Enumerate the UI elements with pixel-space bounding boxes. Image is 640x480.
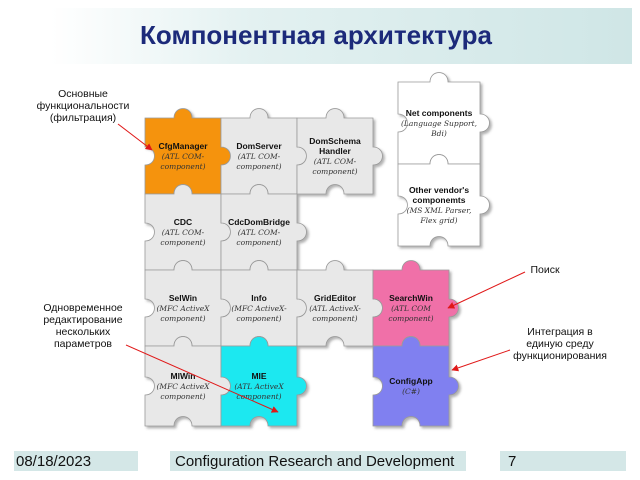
piece-sub-grideditor: (ATL ActiveX-component) [309,304,361,323]
puzzle-piece-othervendor [397,154,490,247]
footer-center-box [170,451,466,471]
note-simultaneous: Одновременное редактирование нескольких … [43,302,123,350]
piece-sub-netcomponents: (Language Support,Bdi) [401,119,477,138]
piece-sub-info: (MFC ActiveX-component) [231,304,287,323]
piece-label-mie: MIE [251,371,266,381]
note-search: Поиск [530,264,560,276]
piece-label-netcomponents: Net components [406,108,473,118]
footer-date: 08/18/2023 [16,453,92,470]
piece-sub-domschema: (ATL COM-component) [312,157,357,176]
piece-sub-configapp: (C#) [402,387,420,396]
piece-sub-cfgmanager: (ATL COM-component) [160,152,205,171]
piece-label-cdcdombridge: CdcDomBridge [228,217,290,227]
piece-label-searchwin: SearchWin [389,293,433,303]
piece-label-cdc: CDC [174,217,192,227]
title-band [0,8,632,64]
piece-sub-cdc: (ATL COM-component) [160,228,205,247]
note-basic: Основные функциональности (фильтрация) [36,88,130,124]
footer-page: 7 [508,453,517,470]
puzzle-piece-configapp [372,336,459,427]
puzzle-piece-mie [220,336,307,427]
piece-label-grideditor: GridEditor [314,293,357,303]
puzzle-piece-domschema [296,108,383,195]
piece-sub-domserver: (ATL COM-component) [236,152,281,171]
footer-page-box [500,451,626,471]
arrow-search [447,271,526,309]
piece-sub-othervendor: (MS XML Parser,Flex grid) [407,206,472,225]
note-integration: Интеграция в единую среду функционирован… [513,326,607,362]
piece-label-domserver: DomServer [236,141,282,151]
arrow-integration [451,349,511,372]
piece-label-cfgmanager: CfgManager [158,141,208,151]
arrow-simultaneous [125,344,279,413]
arrow-basic [117,123,153,151]
piece-label-mlwin: MlWin [171,371,196,381]
footer-center: Configuration Research and Development [175,453,455,470]
slide-title: Компонентная архитектура [140,20,492,50]
piece-sub-cdcdombridge: (ATL COM-component) [236,228,281,247]
piece-label-configapp: ConfigApp [389,376,432,386]
piece-label-selwin: SelWin [169,293,197,303]
footer-date-box [14,451,138,471]
piece-label-info: Info [251,293,267,303]
